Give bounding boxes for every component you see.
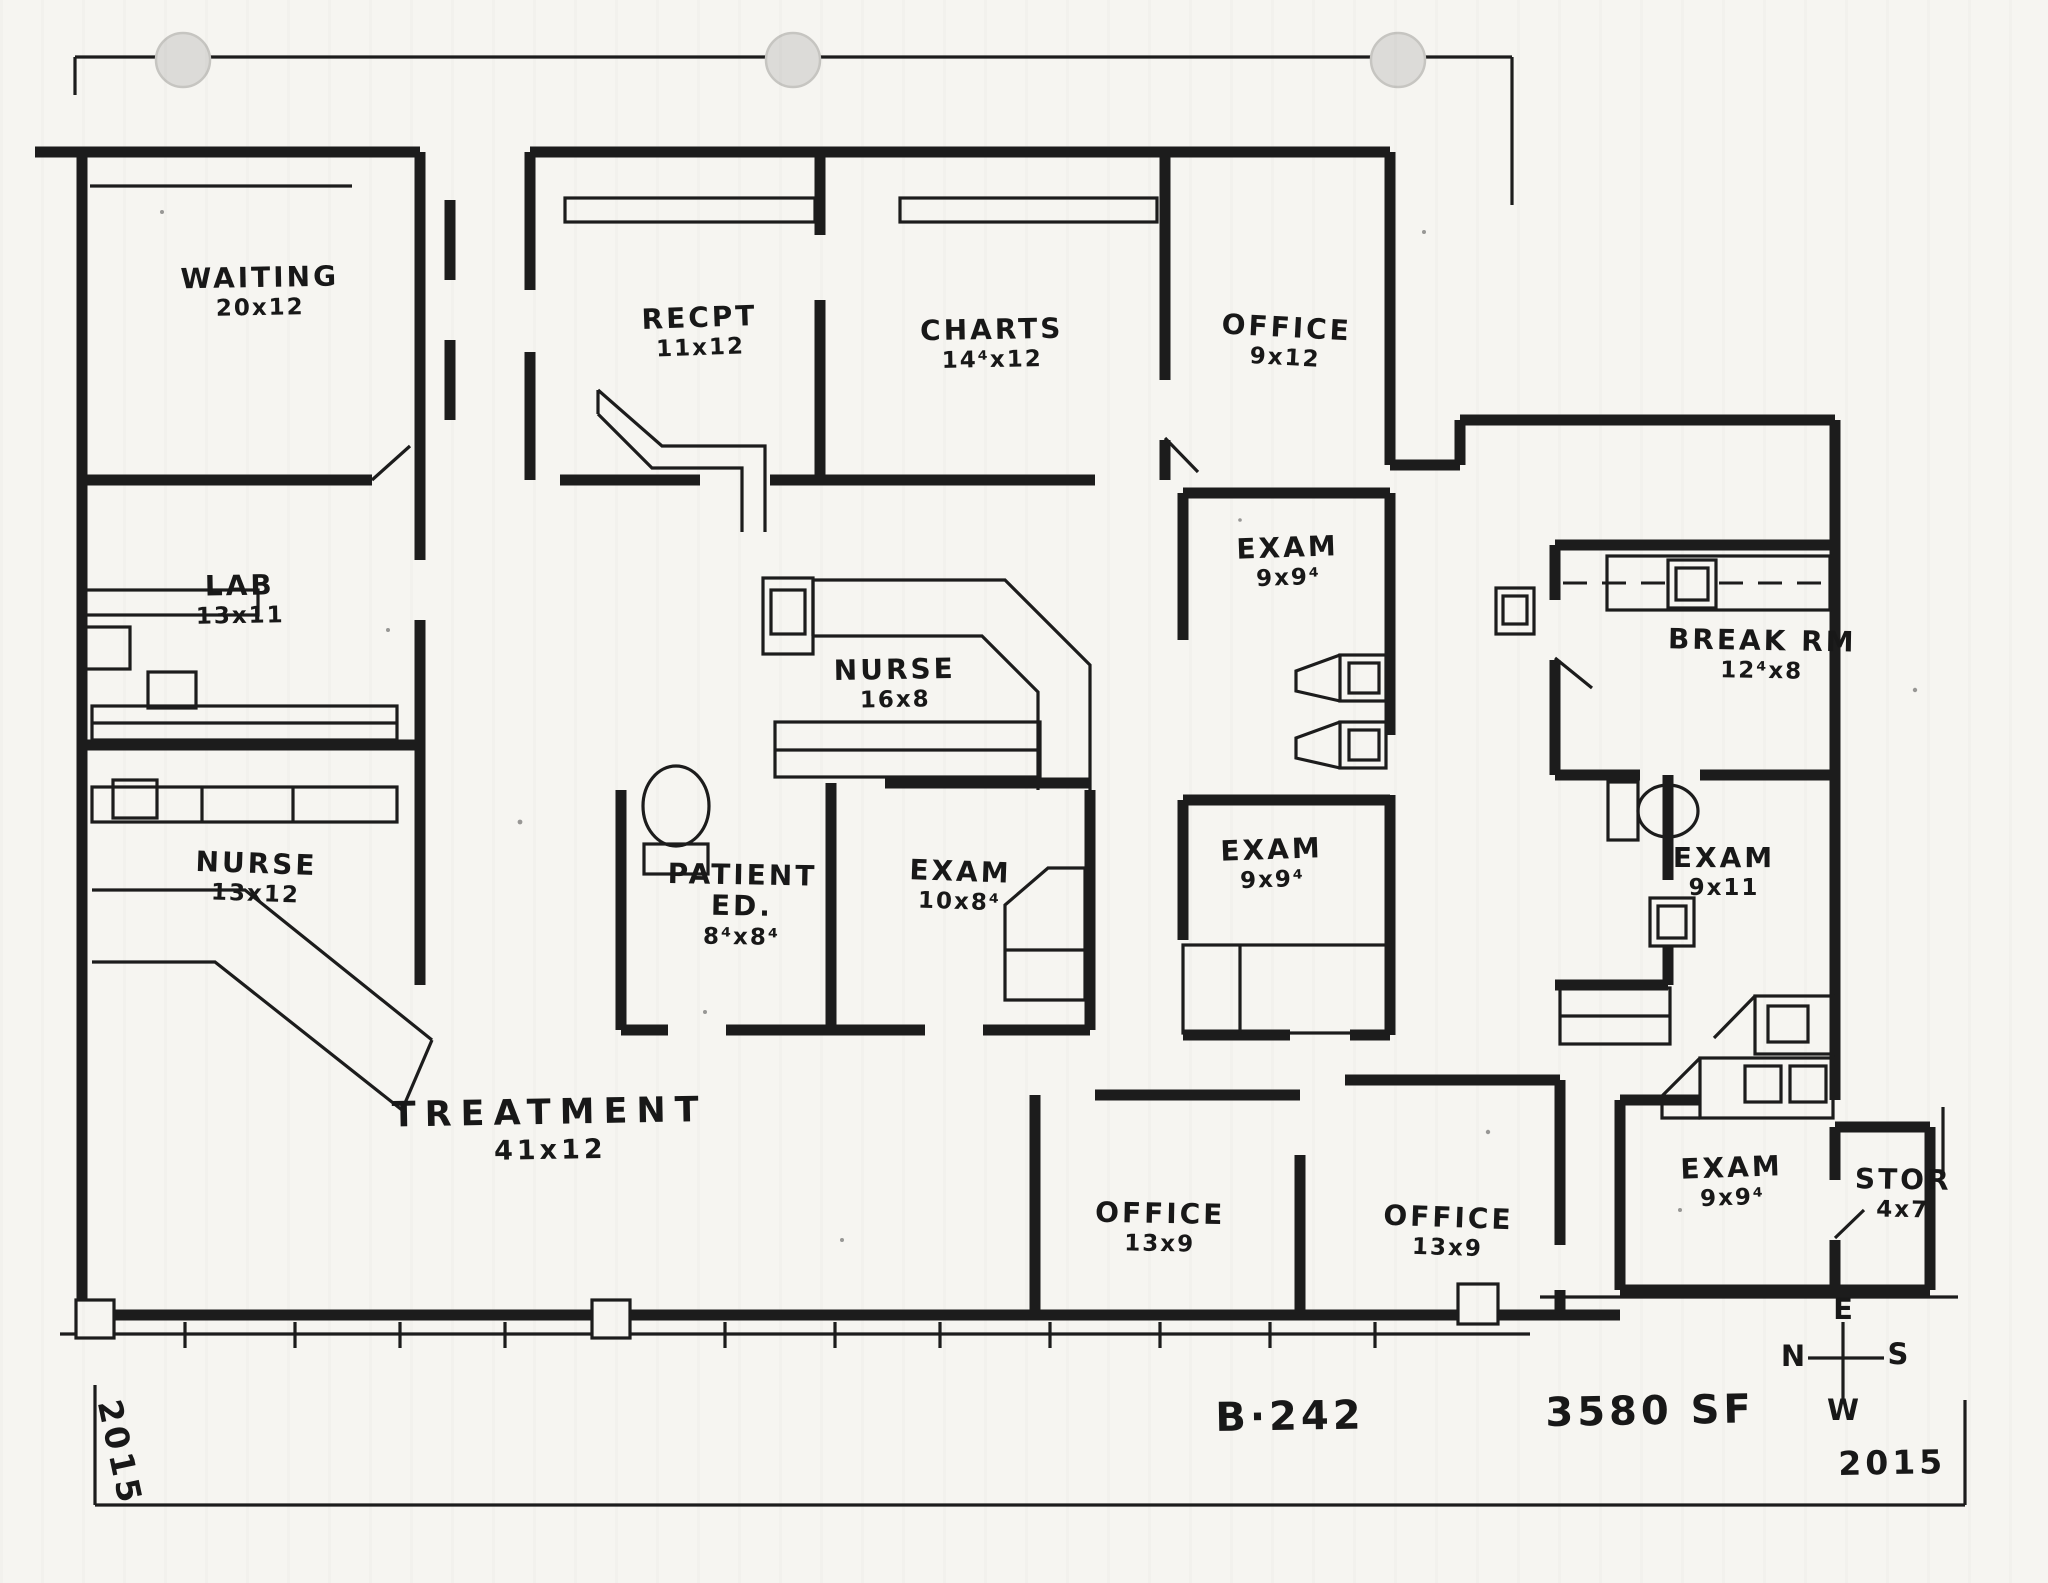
column: [74, 1298, 116, 1340]
room-dims: 9x11: [1688, 875, 1760, 902]
room-label-office-top: OFFICE 9x12: [1219, 307, 1353, 376]
room-label-break-rm: BREAK RM 12⁴x8: [1667, 622, 1857, 686]
sheet-code-note: B·242: [1215, 1392, 1365, 1441]
exam-mid-desk: [1003, 866, 1087, 1002]
room-label-exam-se: EXAM 9x9⁴: [1679, 1149, 1784, 1214]
room-label-waiting: WAITING 20x12: [180, 259, 340, 324]
exam-center-counter: [1181, 943, 1392, 1035]
door-leaves: [370, 436, 1866, 1240]
hole-punches: [154, 31, 1427, 89]
room-dims: 13x9: [1124, 1230, 1196, 1258]
room-dims: 10x8⁴: [917, 887, 1002, 917]
room-name: OFFICE: [1382, 1198, 1515, 1237]
scan-specks: [160, 210, 1918, 1242]
room-name: NURSE: [194, 844, 319, 883]
room-name: PATIENT ED.: [667, 856, 818, 924]
room-label-treatment: TREATMENT 41x12: [391, 1090, 708, 1169]
compass-west-label: W: [1827, 1393, 1859, 1427]
room-name: RECPT: [641, 298, 758, 336]
room-name: EXAM: [908, 853, 1013, 890]
room-label-stor: STOR 4x7: [1854, 1162, 1952, 1225]
room-label-exam-ne: EXAM 9x9⁴: [1235, 529, 1340, 594]
room-label-patient-ed: PATIENT ED. 8⁴x8⁴: [654, 856, 831, 953]
room-dims: 4x7: [1876, 1196, 1930, 1224]
nurse-station-counters: [761, 576, 1092, 790]
furniture: [83, 184, 1866, 1240]
room-name: OFFICE: [1220, 307, 1353, 348]
room-name: LAB: [204, 568, 275, 603]
room-dims: 13x12: [210, 879, 301, 909]
restroom-sink-icon: [1648, 896, 1696, 948]
room-name: EXAM: [1235, 529, 1340, 566]
room-label-charts: CHARTS 14⁴x12: [919, 311, 1064, 376]
restroom-toilet-icon: [1606, 780, 1700, 842]
hole-punch-icon: [154, 31, 212, 89]
room-label-nurse-station: NURSE 16x8: [833, 651, 957, 715]
walkway: [60, 1107, 1958, 1348]
room-label-exam-center: EXAM 9x9⁴: [1219, 831, 1324, 896]
room-name: OFFICE: [1094, 1195, 1226, 1232]
room-dims: 9x9⁴: [1255, 564, 1322, 593]
room-name: NURSE: [833, 651, 957, 688]
room-name: EXAM: [1219, 831, 1324, 868]
column: [1456, 1282, 1500, 1326]
room-dims: 12⁴x8: [1720, 657, 1804, 686]
room-dims: 14⁴x12: [941, 346, 1043, 375]
column: [590, 1298, 632, 1340]
room-label-recpt: RECPT 11x12: [641, 298, 759, 364]
compass-icon: [1808, 1322, 1884, 1400]
year-note-right: 2015: [1838, 1442, 1947, 1483]
toilet-icon: [641, 764, 711, 876]
room-dims: 11x12: [655, 333, 746, 363]
room-label-exam-east: EXAM 9x11: [1673, 842, 1775, 902]
compass-south-label: S: [1887, 1337, 1909, 1371]
nurse-west-counters: [90, 778, 434, 1112]
room-dims: 20x12: [215, 294, 305, 323]
room-label-office-2: OFFICE 13x9: [1382, 1198, 1515, 1265]
room-name: CHARTS: [919, 311, 1064, 348]
room-name: STOR: [1854, 1162, 1952, 1197]
room-dims: 13x9: [1411, 1234, 1484, 1263]
compass-east-label: E: [1833, 1292, 1853, 1326]
break-room-counter: [1563, 554, 1832, 612]
room-label-exam-mid: EXAM 10x8⁴: [908, 853, 1013, 918]
lab-counters: [83, 588, 399, 742]
room-dims: 9x9⁴: [1699, 1184, 1766, 1213]
room-name: BREAK RM: [1667, 622, 1857, 659]
room-dims: 16x8: [859, 686, 931, 714]
corridor-sink-units: [1294, 586, 1536, 770]
room-name: WAITING: [180, 259, 340, 296]
room-label-nurse-west: NURSE 13x12: [194, 844, 319, 910]
hole-punch-icon: [1369, 31, 1427, 89]
room-dims: 8⁴x8⁴: [702, 923, 781, 951]
hole-punch-icon: [764, 31, 822, 89]
east-wing-counters: [1558, 986, 1835, 1120]
room-name: EXAM: [1679, 1149, 1784, 1186]
walls: [35, 146, 1936, 1320]
room-label-office-1: OFFICE 13x9: [1094, 1195, 1226, 1259]
charts-shelf: [898, 196, 1159, 224]
room-dims: 9x9⁴: [1239, 866, 1306, 895]
compass-north-label: N: [1780, 1339, 1806, 1373]
room-name: TREATMENT: [391, 1090, 708, 1136]
recpt-shelf: [563, 196, 817, 224]
room-label-lab: LAB 13x11: [195, 568, 285, 631]
room-name: EXAM: [1672, 840, 1776, 874]
area-note: 3580 SF: [1545, 1386, 1756, 1436]
room-dims: 41x12: [493, 1133, 607, 1167]
room-dims: 13x11: [195, 602, 285, 631]
reception-counter: [596, 388, 767, 532]
